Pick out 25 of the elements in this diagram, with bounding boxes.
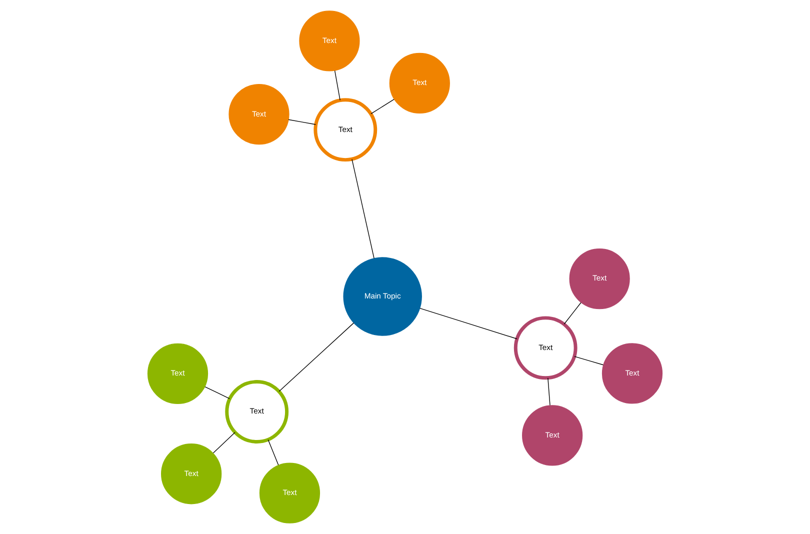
node-circle: Text	[228, 84, 290, 145]
node-circle: Text	[602, 343, 663, 404]
connector	[204, 386, 230, 399]
node-circle: Text	[314, 98, 378, 162]
connector	[420, 308, 518, 340]
connector	[268, 439, 279, 466]
connector	[288, 119, 316, 125]
node-circle: Text	[259, 462, 320, 524]
connector	[352, 158, 374, 259]
connector	[334, 70, 340, 101]
connector	[278, 322, 354, 392]
connector	[370, 98, 394, 114]
node-circle: Text	[569, 248, 630, 310]
connector	[548, 378, 550, 406]
node-circle: Text	[147, 343, 208, 404]
node-circle: Text	[299, 10, 360, 72]
node-circle: Main Topic	[343, 257, 422, 336]
node-circle: Text	[514, 316, 578, 380]
node-circle: Text	[225, 380, 289, 444]
connector	[574, 356, 604, 366]
node-circle: Text	[161, 444, 222, 504]
connector	[564, 302, 582, 324]
node-circle: Text	[522, 405, 583, 466]
node-circle: Text	[389, 52, 450, 114]
connector	[212, 432, 236, 454]
